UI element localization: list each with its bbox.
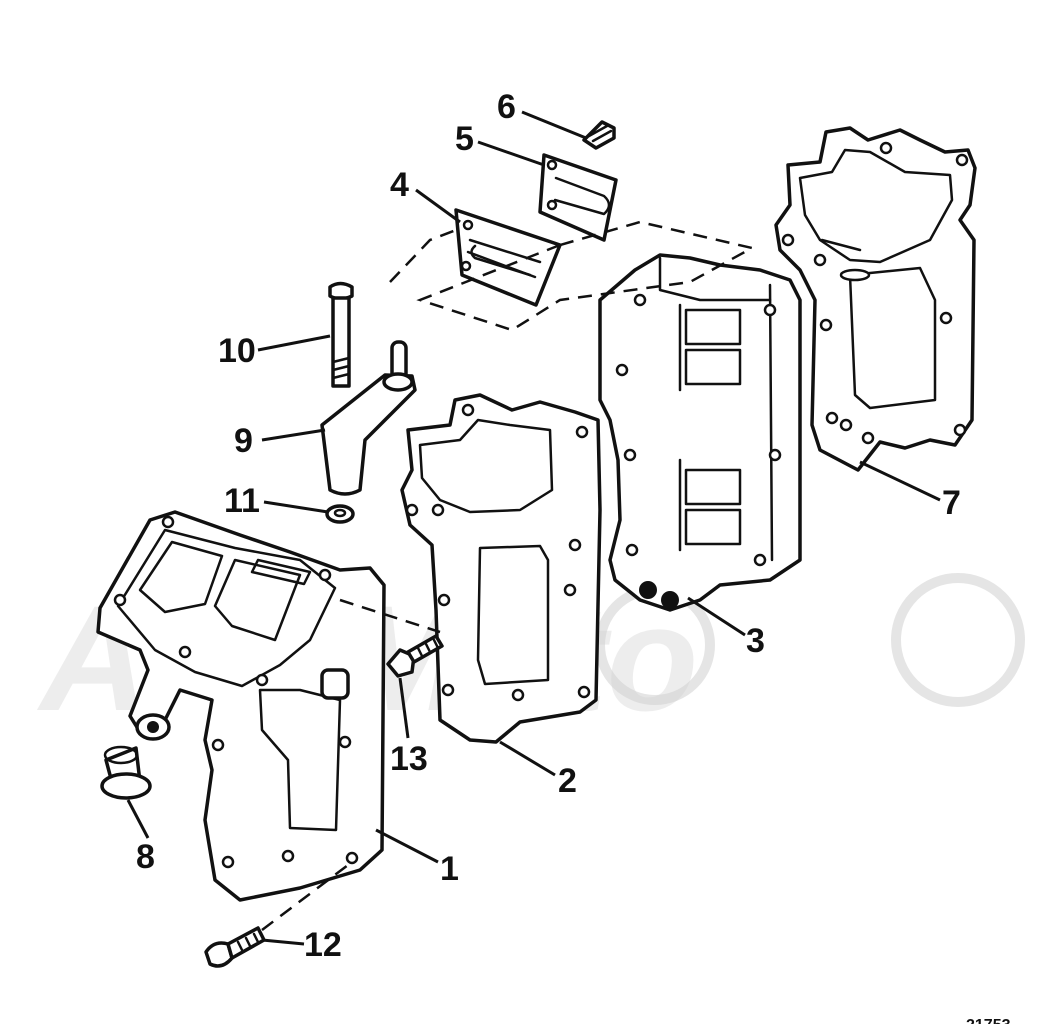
callout-7: 7 [942, 484, 961, 522]
callout-13: 13 [390, 740, 428, 778]
watermark-wheel-front-icon [891, 573, 1025, 707]
part-6-screw [582, 120, 616, 150]
reed-assembly-outline [389, 220, 756, 332]
leader-11 [263, 500, 329, 514]
alignment-line-12 [261, 861, 353, 931]
part-13-screw [386, 634, 444, 678]
leader-7 [859, 460, 941, 502]
callout-11: 11 [224, 482, 260, 520]
part-7-gasket [774, 126, 977, 472]
callout-6: 6 [497, 88, 516, 126]
callout-5: 5 [455, 120, 474, 158]
part-10-bolt [328, 281, 354, 388]
leader-12 [261, 938, 305, 946]
leader-2 [499, 740, 556, 777]
callout-12: 12 [304, 926, 342, 964]
leader-1 [375, 828, 439, 864]
callout-10: 10 [218, 332, 256, 370]
leader-13 [398, 677, 410, 739]
callout-8: 8 [136, 838, 155, 876]
part-12-bolt [204, 926, 266, 968]
callout-3: 3 [746, 622, 765, 660]
alignment-line-13 [339, 598, 441, 634]
part-4-reed-plate [454, 208, 562, 307]
leader-5 [477, 140, 545, 167]
part-5-reed-stop [538, 153, 618, 242]
part-2-gasket [400, 393, 602, 744]
leader-9 [261, 428, 326, 442]
leader-6 [521, 110, 587, 140]
callout-2: 2 [558, 762, 577, 800]
leader-8 [126, 799, 150, 839]
part-3-reed-block [598, 253, 802, 612]
callout-1: 1 [440, 850, 459, 888]
callout-9: 9 [234, 422, 253, 460]
leader-3 [687, 596, 746, 637]
part-11-washer [325, 504, 355, 524]
leader-4 [415, 188, 461, 224]
leader-10 [257, 334, 331, 352]
part-8-plug [100, 745, 152, 800]
reference-number: 21753 [966, 1017, 1011, 1024]
part-1-housing [96, 510, 386, 902]
part-9-lever [320, 340, 417, 496]
callout-4: 4 [390, 166, 409, 204]
